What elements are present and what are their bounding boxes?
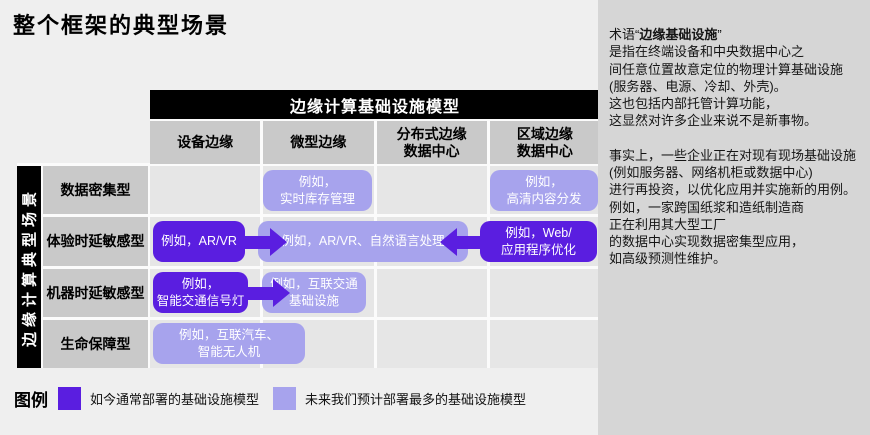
term-prefix: 术语“ bbox=[609, 27, 640, 42]
panel-paragraph-term: 术语“边缘基础设施” 是指在终端设备和中央数据中心之 间任意位置故意定位的物理计算… bbox=[609, 26, 862, 130]
legend-title: 图例 bbox=[14, 391, 48, 410]
term-bold: 边缘基础设施 bbox=[639, 27, 718, 42]
example-box-smart-traffic-lights: 例如， 智能交通信号灯 bbox=[153, 272, 248, 313]
row-header-machine-latency: 机器时延敏感型 bbox=[43, 268, 148, 317]
arrow-head bbox=[273, 279, 290, 307]
arrow-stem bbox=[242, 236, 270, 249]
legend-label-current: 如今通常部署的基础设施模型 bbox=[90, 392, 260, 407]
column-header-micro-edge: 微型边缘 bbox=[263, 121, 374, 164]
legend-swatch-current-icon bbox=[58, 387, 81, 410]
matrix-title-bar: 边缘计算基础设施模型 bbox=[150, 90, 600, 119]
page-title: 整个框架的典型场景 bbox=[13, 13, 230, 38]
arrow-right-icon bbox=[245, 279, 290, 307]
panel-paragraph-1: 是指在终端设备和中央数据中心之 间任意位置故意定位的物理计算基础设施 (服务器、… bbox=[609, 44, 844, 129]
matrix-cell bbox=[489, 268, 600, 317]
example-box-web-app-optimization: 例如，Web/ 应用程序优化 bbox=[480, 221, 597, 262]
panel-paragraph-2: 事实上，一些企业正在对现有现场基础设施 (例如服务器、网络机柜或数据中心) 进行… bbox=[609, 147, 857, 267]
arrow-head bbox=[440, 228, 457, 256]
arrow-head bbox=[270, 228, 287, 256]
matrix-row-headers: 数据密集型 体验时延敏感型 机器时延敏感型 生命保障型 bbox=[43, 166, 148, 368]
example-box-ar-vr: 例如，AR/VR bbox=[153, 221, 245, 262]
matrix-overlay: 例如， 实时库存管理 例如， 高清内容分发 例如，AR/VR 例如，AR/VR、… bbox=[150, 166, 600, 368]
example-box-hd-content-distribution: 例如， 高清内容分发 bbox=[490, 170, 598, 211]
side-panel: 术语“边缘基础设施” 是指在终端设备和中央数据中心之 间任意位置故意定位的物理计算… bbox=[598, 0, 870, 435]
matrix-cell bbox=[376, 268, 487, 317]
matrix-column-headers: 设备边缘 微型边缘 分布式边缘 数据中心 区域边缘 数据中心 bbox=[150, 121, 600, 164]
column-header-distributed-edge-dc: 分布式边缘 数据中心 bbox=[376, 121, 487, 164]
matrix-side-label-bar: 边缘计算典型场景 bbox=[17, 166, 41, 368]
matrix-cell bbox=[489, 319, 600, 368]
matrix-cell bbox=[376, 166, 487, 215]
row-header-life-critical: 生命保障型 bbox=[43, 319, 148, 368]
matrix-side-label: 边缘计算典型场景 bbox=[21, 186, 39, 348]
column-header-regional-edge-dc: 区域边缘 数据中心 bbox=[489, 121, 600, 164]
matrix-cell bbox=[150, 166, 261, 215]
row-header-data-intensive: 数据密集型 bbox=[43, 166, 148, 215]
column-header-device-edge: 设备边缘 bbox=[150, 121, 261, 164]
example-box-ar-vr-nlp: 例如，AR/VR、自然语言处理 bbox=[258, 221, 468, 262]
arrow-right-icon bbox=[242, 228, 287, 256]
arrow-left-icon bbox=[440, 228, 485, 256]
legend-swatch-future-icon bbox=[273, 387, 297, 410]
term-suffix: ” bbox=[717, 27, 722, 42]
example-box-realtime-inventory: 例如， 实时库存管理 bbox=[263, 170, 372, 211]
row-header-experience-latency: 体验时延敏感型 bbox=[43, 217, 148, 266]
example-box-connected-cars-drones: 例如，互联汽车、 智能无人机 bbox=[153, 323, 305, 364]
arrow-stem bbox=[245, 287, 273, 300]
matrix-cell bbox=[376, 319, 487, 368]
legend: 图例 如今通常部署的基础设施模型 未来我们预计部署最多的基础设施模型 bbox=[14, 386, 526, 411]
legend-label-future: 未来我们预计部署最多的基础设施模型 bbox=[305, 392, 527, 407]
arrow-stem bbox=[457, 236, 485, 249]
